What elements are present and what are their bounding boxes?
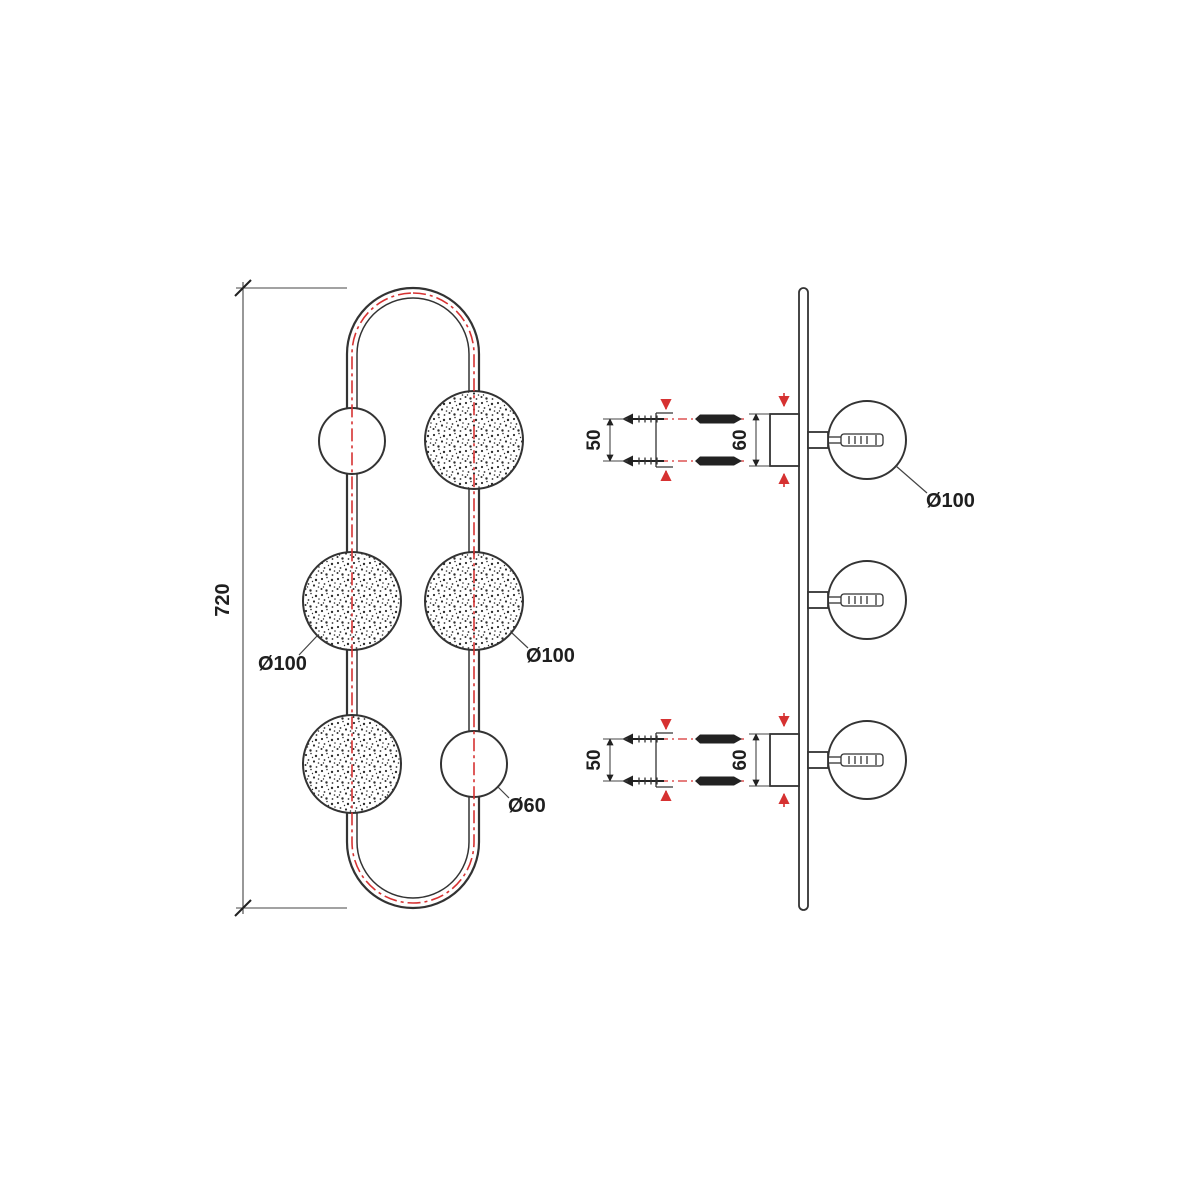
- lamp-unit-top: [807, 400, 907, 480]
- sphere-left-diameter-text: Ø100: [258, 653, 307, 675]
- lamp-socket: [807, 751, 829, 769]
- side-sphere-diameter-text: Ø100: [926, 490, 975, 512]
- wall-anchor: [695, 414, 742, 424]
- junction-box: [769, 733, 800, 787]
- track-centerline: [351, 292, 475, 904]
- front-view: 720: [212, 279, 575, 917]
- dimension-overall-height: 720: [212, 279, 347, 917]
- label-side-sphere-diameter: Ø100: [895, 465, 975, 512]
- box-height-label: 60: [730, 429, 751, 450]
- lamp-socket: [807, 431, 829, 449]
- wall-anchor: [695, 456, 742, 466]
- sphere-right-diameter-text: Ø100: [526, 645, 575, 667]
- lamp-unit-bottom: [807, 720, 907, 800]
- wall-anchor: [695, 734, 742, 744]
- junction-box: [769, 413, 800, 467]
- screw-spacing-label: 50: [584, 749, 605, 770]
- wall-plate: [798, 287, 809, 911]
- wall-anchor: [695, 776, 742, 786]
- sphere-top-right-large: [424, 390, 524, 490]
- lamp-socket: [807, 591, 829, 609]
- side-view: 60: [584, 287, 975, 911]
- screw-spacing-label: 50: [584, 429, 605, 450]
- mount-assembly-bottom: 60 50: [584, 713, 800, 807]
- halogen-bulb: [840, 753, 884, 767]
- halogen-bulb: [840, 593, 884, 607]
- mount-assembly-top: 60: [584, 393, 800, 487]
- small-sphere-diameter-text: Ø60: [508, 795, 546, 817]
- box-height-label: 60: [730, 749, 751, 770]
- halogen-bulb: [840, 433, 884, 447]
- overall-height-label: 720: [212, 583, 234, 616]
- label-sphere-right-diameter: Ø100: [511, 632, 575, 667]
- label-small-sphere-diameter: Ø60: [497, 786, 546, 817]
- label-sphere-left-diameter: Ø100: [258, 634, 319, 675]
- lamp-unit-middle: [807, 560, 907, 640]
